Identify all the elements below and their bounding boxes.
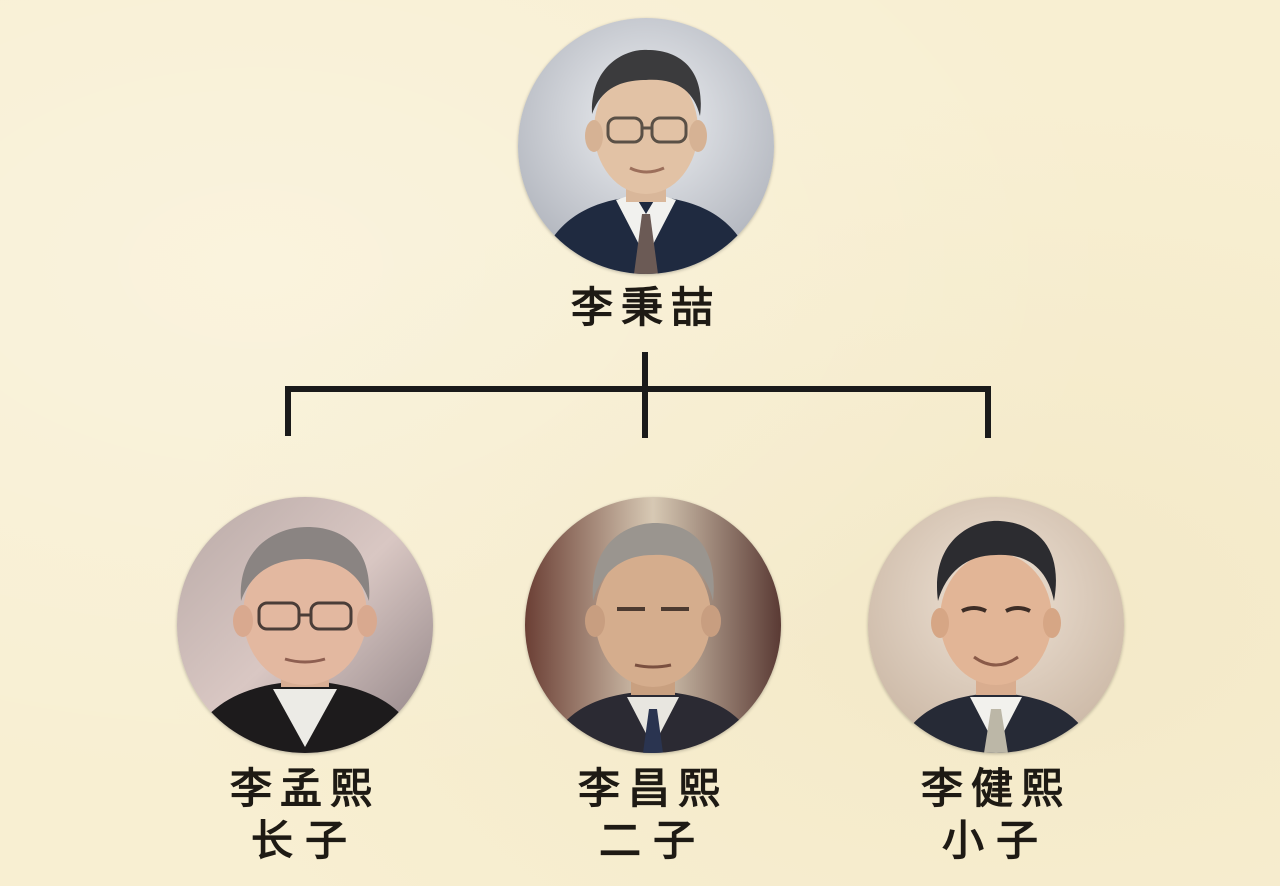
child-2-name: 李昌熙 xyxy=(577,764,728,813)
child-3-role: 小子 xyxy=(941,816,1050,865)
child-node-2: 李昌熙 二子 xyxy=(525,497,781,865)
root-portrait-icon xyxy=(518,18,774,274)
child-3-name: 李健熙 xyxy=(920,764,1071,813)
child-1-portrait-icon xyxy=(177,497,433,753)
child-1-name: 李孟熙 xyxy=(229,764,380,813)
child-node-3: 李健熙 小子 xyxy=(868,497,1124,865)
child-3-portrait-icon xyxy=(868,497,1124,753)
child-2-portrait-icon xyxy=(525,497,781,753)
child-2-role: 二子 xyxy=(598,816,707,865)
root-node: 李秉喆 xyxy=(518,18,774,332)
root-name: 李秉喆 xyxy=(570,283,721,332)
child-node-1: 李孟熙 长子 xyxy=(177,497,433,865)
child-1-role: 长子 xyxy=(250,816,359,865)
